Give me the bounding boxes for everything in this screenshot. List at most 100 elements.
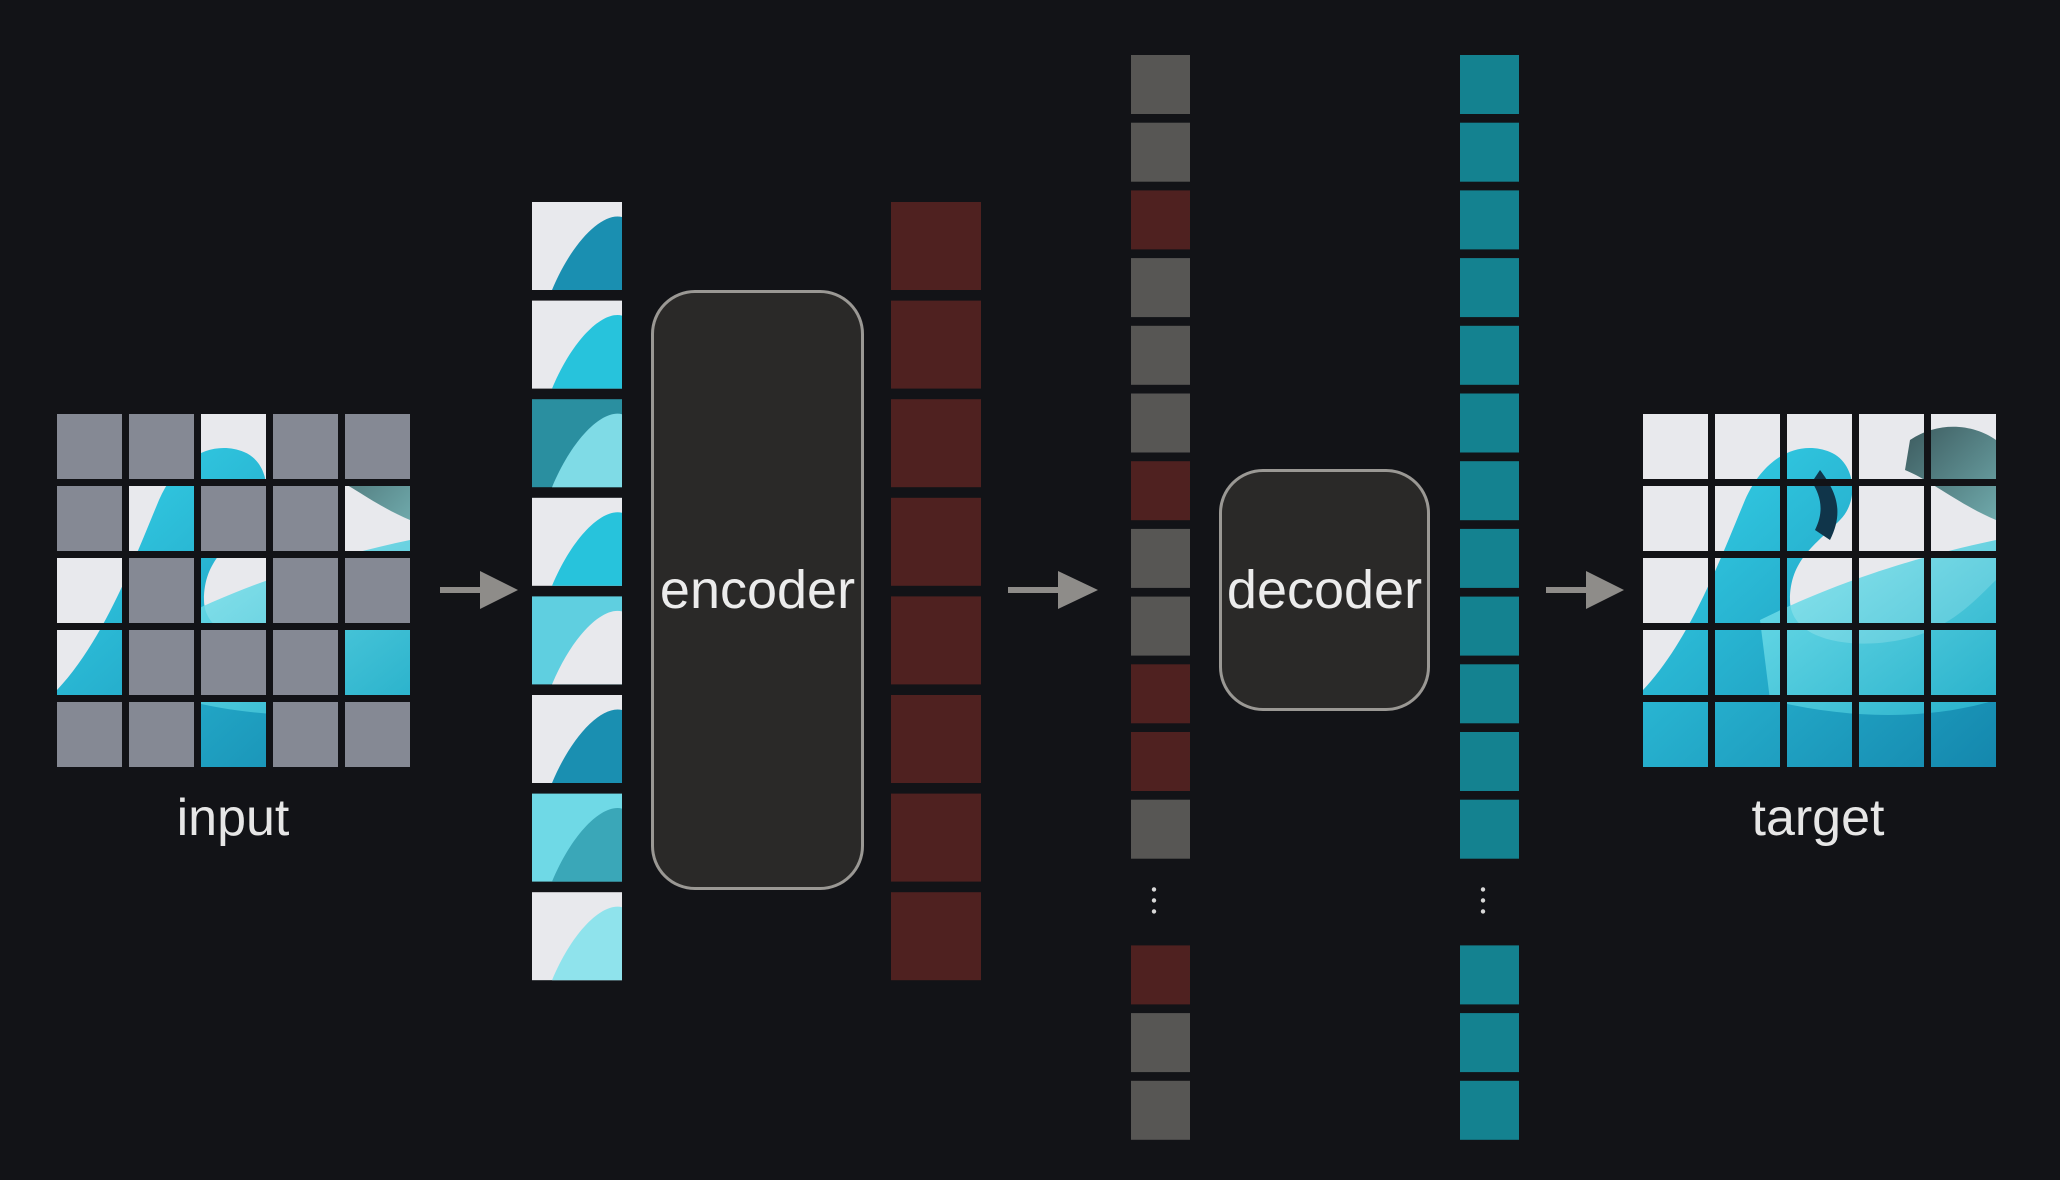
patch-content bbox=[552, 413, 622, 488]
grid-gap bbox=[122, 414, 129, 767]
patch-content bbox=[552, 315, 622, 389]
visible-patch bbox=[532, 695, 622, 783]
masked-tile bbox=[345, 414, 410, 479]
masked-tile bbox=[201, 486, 266, 551]
encoded-token bbox=[1131, 664, 1190, 724]
decoder-output-column bbox=[1460, 55, 1519, 1140]
grid-gap bbox=[57, 623, 410, 630]
output-token bbox=[1460, 393, 1519, 453]
mask-token bbox=[1131, 1080, 1190, 1140]
output-token bbox=[1460, 190, 1519, 250]
masked-tile bbox=[273, 486, 338, 551]
masked-tile bbox=[273, 414, 338, 479]
ellipsis-dot bbox=[1480, 887, 1486, 892]
masked-tile bbox=[201, 630, 266, 695]
grid-gap bbox=[1924, 414, 1931, 767]
mask-token bbox=[1131, 799, 1190, 859]
patch-content bbox=[552, 906, 622, 981]
masked-tile bbox=[129, 630, 194, 695]
output-token bbox=[1460, 325, 1519, 385]
visible-patch bbox=[532, 202, 622, 290]
output-token bbox=[1460, 799, 1519, 859]
ellipsis-dot bbox=[1480, 898, 1486, 903]
output-token bbox=[1460, 55, 1519, 114]
patch-content bbox=[552, 512, 622, 586]
ellipsis-dot bbox=[1480, 909, 1486, 914]
encoder-box: encoder bbox=[651, 290, 864, 890]
visible-patch bbox=[532, 399, 622, 488]
grid-gap bbox=[266, 414, 273, 767]
arrow-encoder-to-decoder-input bbox=[1008, 571, 1098, 609]
mask-token bbox=[1131, 596, 1190, 656]
encoded-token bbox=[1131, 732, 1190, 791]
mask-token bbox=[1131, 393, 1190, 453]
mask-token bbox=[1131, 122, 1190, 182]
grid-gap bbox=[57, 695, 410, 702]
output-token bbox=[1460, 732, 1519, 791]
output-token bbox=[1460, 664, 1519, 724]
output-token bbox=[1460, 461, 1519, 521]
output-token bbox=[1460, 528, 1519, 588]
masked-tile bbox=[345, 558, 410, 623]
patch-content bbox=[552, 216, 622, 290]
ellipsis-dot bbox=[1151, 887, 1157, 892]
masked-tile bbox=[129, 414, 194, 479]
masked-tile bbox=[273, 630, 338, 695]
latent-token bbox=[891, 202, 981, 290]
patch-content bbox=[552, 610, 622, 685]
masked-tile bbox=[129, 558, 194, 623]
visible-patches-column bbox=[532, 202, 622, 981]
target-grid bbox=[1643, 414, 1996, 767]
grid-gap bbox=[1643, 623, 1996, 630]
latent-token bbox=[891, 892, 981, 981]
mask-token bbox=[1131, 55, 1190, 114]
output-token bbox=[1460, 258, 1519, 318]
arrow-output-to-target bbox=[1546, 571, 1624, 609]
masked-tile bbox=[57, 702, 122, 767]
visible-patch bbox=[532, 300, 622, 389]
mask-token bbox=[1131, 528, 1190, 588]
grid-gap bbox=[1852, 414, 1859, 767]
masked-tile bbox=[273, 702, 338, 767]
input-grid bbox=[57, 414, 410, 767]
grid-gap bbox=[1708, 414, 1715, 767]
target-label: target bbox=[1751, 789, 1885, 847]
arrow-input-to-patches bbox=[440, 571, 518, 609]
patch-content bbox=[552, 709, 622, 783]
grid-gap bbox=[57, 551, 410, 558]
ellipsis-dot bbox=[1151, 909, 1157, 914]
masked-tile bbox=[57, 414, 122, 479]
latent-token bbox=[891, 596, 981, 685]
grid-gap bbox=[1780, 414, 1787, 767]
encoded-token bbox=[1131, 945, 1190, 1005]
output-token bbox=[1460, 1080, 1519, 1140]
visible-patch bbox=[532, 497, 622, 586]
grid-gap bbox=[1643, 551, 1996, 558]
grid-gap bbox=[57, 479, 410, 486]
output-token bbox=[1460, 1013, 1519, 1073]
latent-token bbox=[891, 399, 981, 488]
latent-token bbox=[891, 300, 981, 389]
grid-gap bbox=[338, 414, 345, 767]
grid-gap bbox=[1643, 479, 1996, 486]
ellipsis-dot bbox=[1151, 898, 1157, 903]
encoder-label: encoder bbox=[659, 560, 856, 620]
decoder-label: decoder bbox=[1226, 560, 1423, 620]
encoded-token bbox=[1131, 461, 1190, 521]
output-token bbox=[1460, 122, 1519, 182]
masked-tile bbox=[129, 702, 194, 767]
grid-gap bbox=[1643, 695, 1996, 702]
mask-token bbox=[1131, 1013, 1190, 1073]
latent-token bbox=[891, 695, 981, 783]
target-image bbox=[1643, 414, 1996, 767]
decoder-input-column bbox=[1131, 55, 1190, 1140]
decoder-box: decoder bbox=[1219, 469, 1430, 711]
output-token bbox=[1460, 945, 1519, 1005]
visible-patch bbox=[532, 892, 622, 981]
mask-token bbox=[1131, 258, 1190, 318]
encoder-output-column bbox=[891, 202, 981, 981]
mask-token bbox=[1131, 325, 1190, 385]
input-label: input bbox=[176, 789, 290, 847]
